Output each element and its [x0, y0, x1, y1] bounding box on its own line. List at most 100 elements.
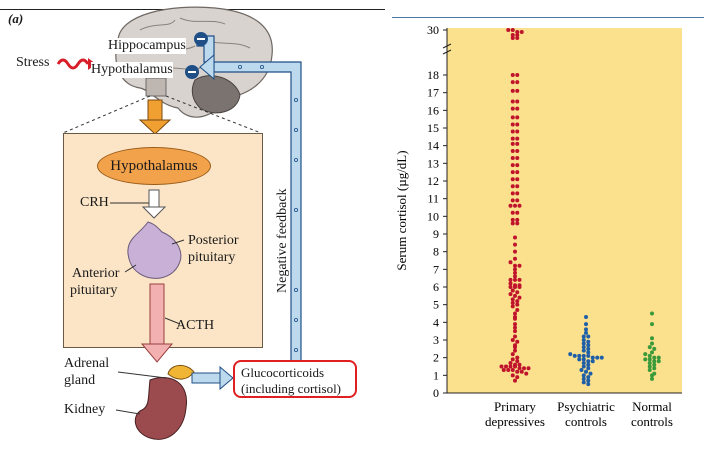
data-point — [515, 99, 520, 104]
y-tick-label: 30 — [427, 23, 439, 37]
data-point — [515, 339, 520, 344]
y-tick-label: 0 — [433, 386, 439, 400]
y-tick-label: 13 — [427, 156, 439, 170]
data-point — [506, 368, 511, 373]
x-category-label: controls — [631, 414, 673, 429]
data-point — [513, 242, 517, 247]
data-point — [652, 346, 657, 351]
data-point — [515, 73, 520, 77]
data-point — [590, 359, 595, 364]
data-point — [510, 338, 515, 342]
data-point — [584, 315, 588, 320]
data-point — [513, 267, 517, 272]
data-point — [517, 285, 522, 289]
y-tick-label: 18 — [427, 68, 439, 82]
data-point — [513, 270, 517, 275]
data-point — [647, 353, 652, 358]
data-point — [586, 366, 591, 371]
data-point — [515, 307, 520, 312]
y-tick-label: 12 — [427, 174, 439, 188]
anterior-pituitary-label-1: Anterior — [72, 266, 120, 281]
data-point — [517, 295, 522, 300]
data-point — [508, 260, 513, 265]
x-category-label: Primary — [494, 399, 536, 414]
data-point — [526, 366, 531, 371]
data-point — [647, 364, 652, 369]
stress-arrow — [56, 58, 90, 70]
data-point — [513, 345, 517, 350]
adrenal-gland-shape — [167, 365, 195, 380]
y-tick-label: 6 — [433, 280, 439, 294]
data-point — [650, 341, 654, 346]
data-point — [510, 141, 515, 146]
data-point — [513, 285, 517, 289]
data-point — [510, 106, 515, 111]
data-point — [650, 350, 654, 355]
negative-feedback-label: Negative feedback — [275, 188, 290, 293]
data-point — [581, 341, 586, 346]
data-point — [510, 217, 515, 222]
data-point — [584, 327, 588, 332]
data-point — [515, 148, 520, 153]
data-point — [656, 355, 661, 360]
data-point — [577, 353, 582, 358]
y-tick-label: 17 — [427, 86, 439, 100]
anterior-pituitary-label-2: pituitary — [70, 283, 118, 298]
y-tick-label: 7 — [433, 262, 439, 276]
data-point — [510, 210, 515, 215]
data-point — [650, 336, 654, 341]
data-point — [510, 136, 515, 141]
data-point — [581, 376, 586, 381]
data-point — [647, 360, 652, 365]
data-point — [508, 277, 513, 282]
data-point — [568, 352, 573, 357]
data-point — [499, 364, 504, 369]
data-point — [517, 203, 522, 208]
y-tick-label: 5 — [433, 298, 439, 312]
data-point — [504, 364, 508, 369]
x-category-label: Psychiatric — [557, 399, 615, 414]
data-point — [513, 263, 517, 268]
data-point — [586, 350, 591, 355]
data-point — [510, 191, 515, 196]
glucocorticoids-label-2: (including cortisol) — [241, 381, 342, 396]
data-point — [517, 277, 522, 282]
acth-label: ACTH — [176, 318, 215, 333]
data-point — [510, 297, 515, 302]
data-point — [513, 378, 517, 383]
y-tick-label: 11 — [427, 192, 439, 206]
crh-label: CRH — [80, 195, 109, 210]
data-point — [515, 177, 520, 182]
data-point — [506, 28, 511, 32]
data-point — [515, 136, 520, 141]
data-point — [510, 129, 515, 134]
data-point — [650, 376, 654, 381]
data-point — [656, 359, 661, 364]
data-point — [510, 115, 515, 120]
data-point — [510, 170, 515, 175]
data-point — [572, 353, 577, 358]
data-point — [581, 338, 586, 342]
x-category-label: controls — [565, 414, 607, 429]
data-point — [510, 122, 515, 127]
y-tick-label: 14 — [427, 139, 439, 153]
data-point — [581, 357, 586, 362]
data-point — [599, 355, 604, 360]
data-point — [515, 290, 520, 295]
data-point — [643, 357, 648, 362]
data-point — [508, 360, 513, 365]
data-point — [510, 156, 515, 161]
data-point — [515, 217, 520, 222]
data-point — [515, 191, 520, 196]
glucocorticoids-box: Glucocorticoids (including cortisol) — [233, 360, 357, 398]
data-point — [524, 371, 529, 376]
data-point — [513, 274, 517, 279]
data-point — [510, 163, 515, 168]
data-point — [590, 355, 595, 360]
data-point — [579, 368, 584, 373]
hypothalamus-label: Hypothalamus — [91, 62, 173, 78]
data-point — [510, 80, 515, 85]
data-point — [515, 88, 520, 93]
data-point — [581, 360, 586, 365]
